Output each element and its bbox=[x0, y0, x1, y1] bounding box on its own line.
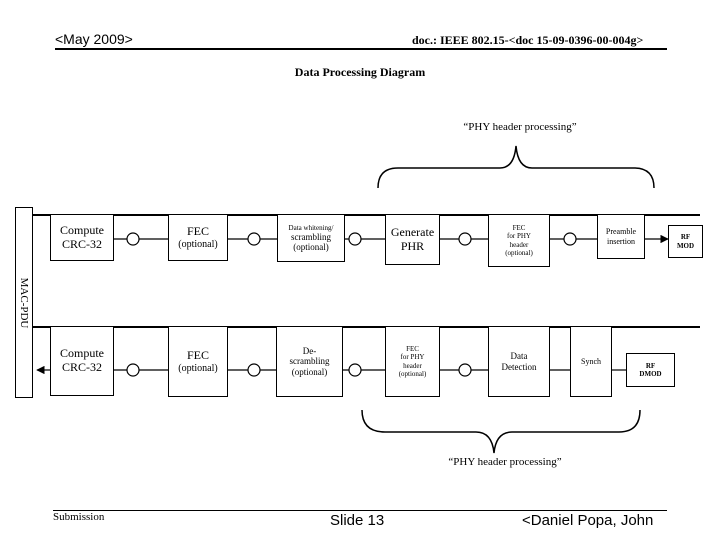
node-circle bbox=[348, 363, 362, 377]
tx-fec-box: FEC(optional) bbox=[168, 215, 228, 261]
node-circle bbox=[126, 232, 140, 246]
header-rule bbox=[55, 48, 667, 50]
footer-rule bbox=[53, 510, 667, 511]
tx-whitening-box: Data whitening/scrambling(optional) bbox=[277, 215, 345, 262]
rx-synch-box: Synch bbox=[570, 327, 612, 397]
footer-slide-number: Slide 13 bbox=[330, 512, 385, 529]
node-circle bbox=[458, 363, 472, 377]
footer-author: <Daniel Popa, John bbox=[522, 512, 654, 529]
annotation-top: “PHY header processing” bbox=[463, 121, 577, 133]
top-brace bbox=[377, 145, 655, 189]
bottom-brace bbox=[361, 409, 641, 454]
annotation-bottom: “PHY header processing” bbox=[448, 456, 562, 468]
mac-pdu-label: MAC-PDU bbox=[15, 207, 33, 398]
node-circle bbox=[348, 232, 362, 246]
node-circle bbox=[458, 232, 472, 246]
node-circle bbox=[126, 363, 140, 377]
node-circle bbox=[563, 232, 577, 246]
header-doc-id: doc.: IEEE 802.15-<doc 15-09-0396-00-004… bbox=[412, 33, 644, 47]
node-circle bbox=[247, 363, 261, 377]
rx-descrambling-box: De-scrambling(optional) bbox=[276, 327, 343, 397]
rx-fec-box: FEC(optional) bbox=[168, 327, 228, 397]
node-circle bbox=[247, 232, 261, 246]
diagram-title: Data Processing Diagram bbox=[294, 65, 426, 79]
header-date: <May 2009> bbox=[55, 31, 133, 47]
footer-submission: Submission bbox=[53, 511, 105, 523]
